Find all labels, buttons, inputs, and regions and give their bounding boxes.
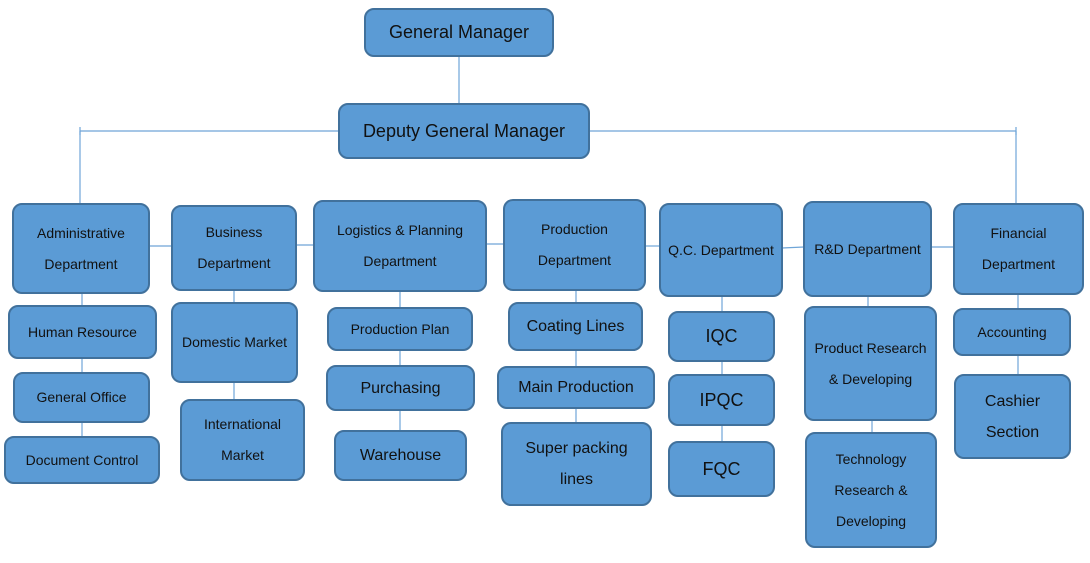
department-label: Production Department <box>537 221 612 268</box>
unit-label: Human Resource <box>28 323 137 340</box>
unit-label: Domestic Market <box>181 334 288 350</box>
ipqc-box: IPQC <box>668 374 775 426</box>
general-manager-box: General Manager <box>364 8 554 57</box>
unit-label: Document Control <box>25 451 139 468</box>
document-control-box: Document Control <box>4 436 160 484</box>
unit-label: Warehouse <box>359 447 442 464</box>
unit-label: IPQC <box>699 389 744 410</box>
purchasing-box: Purchasing <box>326 365 475 411</box>
super-packing-lines-box: Super packing lines <box>501 422 652 506</box>
general-office-box: General Office <box>13 372 150 423</box>
production-department-box: Production Department <box>503 199 646 291</box>
unit-label: International Market <box>203 416 282 463</box>
department-label: Business Department <box>197 224 271 271</box>
domestic-market-box: Domestic Market <box>171 302 298 383</box>
unit-label: Technology Research & Developing <box>834 450 908 529</box>
unit-label: Super packing lines <box>525 440 628 488</box>
administrative-department-box: Administrative Department <box>12 203 150 294</box>
deputy-general-manager-label: Deputy General Manager <box>362 120 566 141</box>
main-production-box: Main Production <box>497 366 655 409</box>
iqc-box: IQC <box>668 311 775 362</box>
unit-label: FQC <box>702 458 741 479</box>
cashier-section-box: Cashier Section <box>954 374 1071 459</box>
unit-label: Purchasing <box>360 379 441 397</box>
logistics-planning-department-box: Logistics & Planning Department <box>313 200 487 292</box>
unit-label: Coating Lines <box>526 318 625 335</box>
unit-label: Main Production <box>518 379 634 396</box>
qc-department-box: Q.C. Department <box>659 203 783 297</box>
international-market-box: International Market <box>180 399 305 481</box>
warehouse-box: Warehouse <box>334 430 467 481</box>
department-label: Q.C. Department <box>668 241 774 258</box>
unit-label: Product Research & Developing <box>814 339 927 387</box>
unit-label: General Office <box>36 389 127 405</box>
accounting-box: Accounting <box>953 308 1071 356</box>
human-resource-box: Human Resource <box>8 305 157 359</box>
financial-department-box: Financial Department <box>953 203 1084 295</box>
product-research-developing-box: Product Research & Developing <box>804 306 937 421</box>
production-plan-box: Production Plan <box>327 307 473 351</box>
general-manager-label: General Manager <box>388 22 530 42</box>
department-label: R&D Department <box>814 240 921 257</box>
fqc-box: FQC <box>668 441 775 497</box>
rd-department-box: R&D Department <box>803 201 932 297</box>
department-label: Logistics & Planning Department <box>336 222 464 269</box>
business-department-box: Business Department <box>171 205 297 291</box>
unit-label: Cashier Section <box>984 392 1041 441</box>
unit-label: Production Plan <box>350 320 450 337</box>
coating-lines-box: Coating Lines <box>508 302 643 351</box>
unit-label: Accounting <box>977 323 1047 340</box>
unit-label: IQC <box>705 326 738 346</box>
deputy-general-manager-box: Deputy General Manager <box>338 103 590 159</box>
department-label: Financial Department <box>981 225 1056 272</box>
department-label: Administrative Department <box>37 224 125 272</box>
technology-research-developing-box: Technology Research & Developing <box>805 432 937 548</box>
